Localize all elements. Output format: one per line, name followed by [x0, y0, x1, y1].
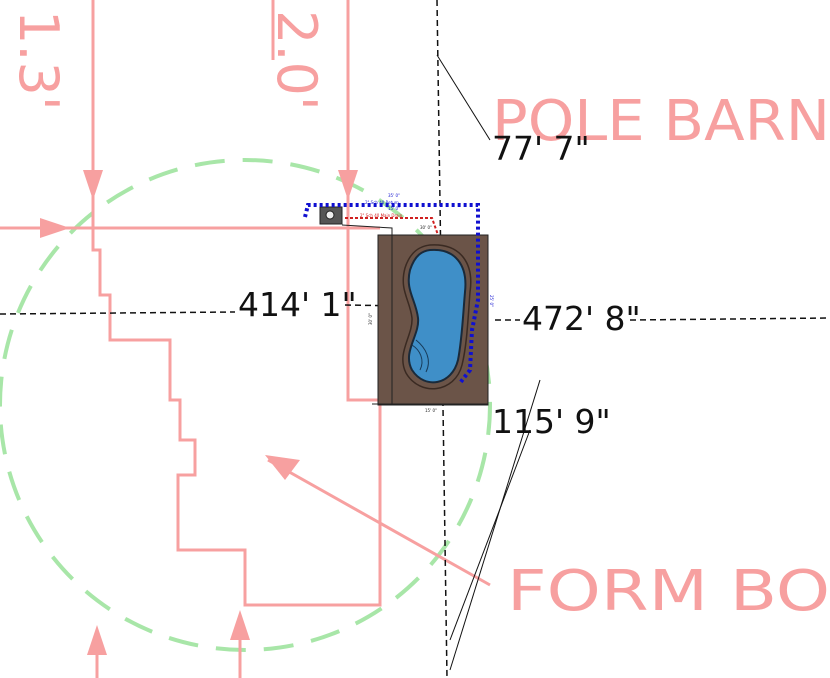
measure-east: 472' 8" — [522, 299, 641, 338]
drain-plumbing-line — [345, 217, 439, 236]
return-plumbing-line — [303, 203, 480, 385]
note-drain-line: 2" Sch 40 Main Drain — [360, 213, 403, 218]
pool-steps — [411, 339, 429, 373]
label-setback-right: 2.0' — [265, 10, 328, 111]
green-dashed-circle — [0, 158, 492, 652]
arrowheads — [40, 170, 358, 655]
note-dim-bottom: 15' 0" — [425, 408, 437, 413]
equipment-feed-line — [341, 224, 393, 236]
note-return-line: 2" Sch 40 Return — [365, 200, 399, 205]
note-dim-side: 30' 0" — [368, 313, 373, 325]
note-dim-top: 35' 0" — [388, 193, 400, 198]
label-pole-barn: POLE BARN — [492, 89, 830, 154]
note-dim-top2: 15' 0" — [388, 206, 400, 211]
note-dim-right: 25' 0" — [489, 295, 494, 307]
pool-coping — [402, 244, 472, 390]
measure-west: 414' 1" — [238, 285, 357, 324]
label-form: FORM BO — [507, 559, 830, 624]
measure-south: 115' 9" — [492, 402, 611, 441]
note-dim-small: 30' 0" — [420, 225, 432, 230]
measure-north: 77' 7" — [492, 129, 590, 168]
label-setback-left: 1.3' — [7, 10, 70, 111]
pump-icon — [325, 210, 335, 220]
pool-water — [407, 248, 467, 384]
